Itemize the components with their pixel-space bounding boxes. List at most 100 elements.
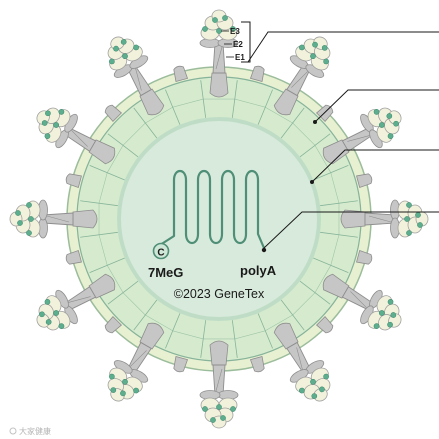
spike-anchor bbox=[209, 340, 229, 366]
spike-anchor bbox=[340, 209, 366, 229]
glycan-dot bbox=[323, 58, 329, 65]
spike-stub bbox=[65, 249, 82, 265]
capsid-seam bbox=[265, 314, 293, 332]
leader-dot-3 bbox=[310, 180, 314, 184]
spike-stub-base bbox=[249, 356, 265, 373]
glycan-dot bbox=[373, 109, 380, 115]
spike-stub-base bbox=[65, 249, 82, 265]
capsid-seam bbox=[330, 172, 340, 204]
glycan-dot bbox=[390, 312, 397, 318]
spike-protein bbox=[107, 36, 165, 116]
spike-stub bbox=[249, 356, 265, 373]
glycan-dot bbox=[299, 387, 305, 394]
spike-protein bbox=[322, 273, 402, 331]
spike-protein bbox=[9, 199, 98, 239]
spike-stalk-twist bbox=[350, 291, 367, 308]
spike-anchor bbox=[273, 88, 299, 116]
capsid-seam bbox=[122, 292, 146, 316]
glycan-dot bbox=[113, 45, 119, 52]
spike-stub bbox=[356, 249, 373, 265]
spike-stub bbox=[356, 173, 373, 189]
spike-stub-base bbox=[104, 315, 123, 334]
e3-label: E3 bbox=[230, 27, 240, 36]
glycan-dot bbox=[109, 58, 115, 65]
capsid-seam bbox=[106, 145, 124, 173]
spike-stub-base bbox=[104, 104, 123, 123]
capsid-seam bbox=[98, 234, 108, 266]
glycan-dot bbox=[299, 44, 305, 51]
glycan-dot bbox=[310, 378, 316, 385]
e-bracket bbox=[241, 21, 251, 63]
capsid-seam bbox=[145, 106, 173, 124]
glycoprotein-labels: E3 E2 E1 bbox=[221, 21, 251, 63]
glycan-dot bbox=[210, 417, 216, 423]
glycan-dot bbox=[41, 120, 48, 126]
spike-stub bbox=[249, 65, 265, 82]
glycan-dot bbox=[26, 202, 32, 208]
spike-protein bbox=[273, 322, 331, 402]
spike-protein bbox=[273, 36, 331, 116]
leader-line-3 bbox=[311, 149, 439, 183]
glycan-dot bbox=[373, 323, 380, 329]
glycan-dot bbox=[386, 113, 393, 119]
cap-symbol: C bbox=[157, 248, 164, 259]
glycan-dot bbox=[53, 122, 60, 128]
glycan-dot bbox=[387, 299, 394, 305]
spike-stub bbox=[173, 356, 189, 373]
glycan-dot bbox=[378, 122, 385, 128]
spike-stalk-twist bbox=[215, 368, 223, 392]
glycan-dot bbox=[222, 15, 228, 21]
glycan-dot bbox=[202, 26, 208, 32]
glycan-dot bbox=[404, 216, 410, 222]
spike-anchor bbox=[139, 322, 165, 350]
glycan-dot bbox=[109, 373, 115, 380]
glycan-dot bbox=[387, 133, 394, 139]
glycan-dot bbox=[26, 230, 32, 236]
e2-label: E2 bbox=[233, 40, 243, 49]
spike-protein bbox=[322, 107, 402, 165]
spike-protein bbox=[36, 273, 116, 331]
capsid-seam bbox=[106, 265, 124, 293]
spike-stub bbox=[104, 315, 123, 334]
spike-protein bbox=[199, 340, 239, 429]
watermark: 大家健康 bbox=[9, 426, 51, 436]
capsid-seam bbox=[234, 330, 266, 340]
glycan-dot bbox=[387, 321, 393, 328]
spike-stub-base bbox=[356, 249, 373, 265]
glycan-dot bbox=[133, 44, 139, 51]
glycan-dot bbox=[202, 406, 208, 412]
spike-stalk-twist bbox=[215, 46, 223, 70]
glycan-dot bbox=[39, 311, 45, 318]
glycan-dot bbox=[120, 390, 126, 397]
glycan-dot bbox=[378, 310, 385, 316]
watermark-icon bbox=[9, 427, 17, 435]
glycan-dot bbox=[133, 387, 139, 394]
capsid-seam bbox=[122, 122, 146, 146]
glycan-dot bbox=[122, 378, 128, 385]
spike-stalk-twist bbox=[68, 296, 91, 303]
spike-anchor bbox=[88, 139, 116, 165]
glycan-dot bbox=[230, 406, 236, 412]
spike-stalk-twist bbox=[347, 135, 370, 142]
spike-stub-base bbox=[315, 315, 334, 334]
spike-anchor bbox=[322, 139, 350, 165]
spike-stalk-twist bbox=[368, 215, 392, 223]
spike-anchor bbox=[209, 72, 229, 98]
glycan-dot bbox=[406, 202, 412, 208]
glycan-dot bbox=[110, 387, 117, 393]
spike-protein bbox=[340, 199, 429, 239]
glycan-dot bbox=[406, 230, 412, 236]
spike-stub-base bbox=[249, 65, 265, 82]
spike-protein bbox=[199, 9, 239, 98]
capsid-seam bbox=[234, 98, 266, 108]
callout-leaders bbox=[247, 31, 439, 249]
spike-stalk-twist bbox=[71, 130, 88, 147]
polya-dot bbox=[261, 247, 267, 253]
glycan-dot bbox=[44, 133, 51, 139]
leader-dot-2 bbox=[313, 120, 317, 124]
capsid-seam bbox=[330, 234, 340, 266]
glycan-dot bbox=[216, 28, 222, 34]
capsid-seam bbox=[265, 106, 293, 124]
spike-stub-base bbox=[173, 356, 189, 373]
